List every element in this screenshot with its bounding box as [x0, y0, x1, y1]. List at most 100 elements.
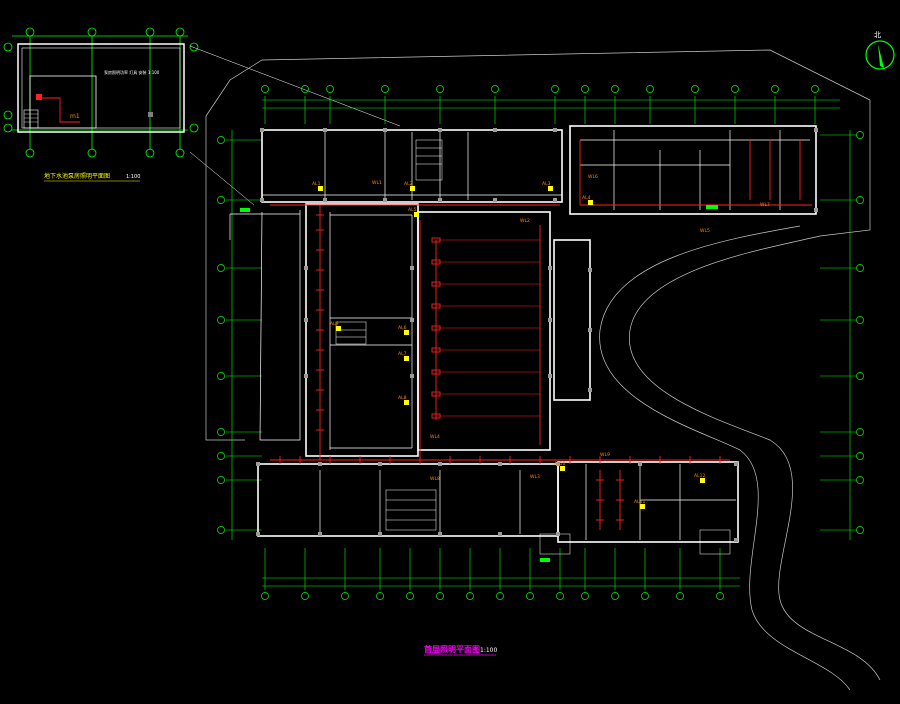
fixture — [431, 369, 441, 375]
grid-bubble-top — [381, 85, 389, 93]
inset-note: 泵房照明功率 灯具 安装 1:100 — [104, 69, 160, 75]
column — [553, 198, 557, 202]
fixture — [431, 413, 441, 419]
grid-bubble-bottom — [406, 592, 414, 600]
column — [318, 462, 322, 466]
grid-bubble-right — [856, 428, 864, 436]
circuit-tag: WL2 — [520, 218, 530, 224]
inset-stair — [23, 109, 39, 129]
panel-label: AL2 — [404, 181, 413, 187]
panel — [548, 186, 553, 191]
grid-bubble-left — [217, 136, 225, 144]
panel — [410, 186, 415, 191]
main-axis-grid — [226, 96, 856, 590]
fixture — [431, 303, 441, 309]
pump-room — [29, 75, 97, 129]
column — [256, 532, 260, 536]
panel-label: AL7 — [398, 351, 407, 357]
circuit-tag: WL1 — [372, 180, 382, 186]
grid-bubble-bottom — [526, 592, 534, 600]
grid-bubble-bottom — [556, 592, 564, 600]
grid-bubble-left — [217, 196, 225, 204]
north-label: 北 — [874, 31, 881, 39]
column — [498, 462, 502, 466]
column — [383, 198, 387, 202]
fixture — [431, 391, 441, 397]
north-wing — [261, 129, 563, 203]
column — [410, 266, 414, 270]
grid-bubble-bottom — [341, 592, 349, 600]
grid-bubble-top — [581, 85, 589, 93]
column — [383, 128, 387, 132]
column — [256, 462, 260, 466]
column — [493, 198, 497, 202]
grid-bubble-bottom — [641, 592, 649, 600]
inset-plan: m1 泵房照明功率 灯具 安装 1:100 地下水池泵房照明平面图 1:100 — [3, 27, 401, 206]
curved-road-outer — [629, 235, 881, 681]
main-scale: 1:100 — [480, 647, 497, 654]
grid-bubble-top — [646, 85, 654, 93]
grid-bubble-top — [551, 85, 559, 93]
grid-bubble-right — [856, 526, 864, 534]
column — [323, 198, 327, 202]
column — [304, 266, 308, 270]
grid-bubble-left — [217, 428, 225, 436]
inset-inner-wall — [21, 47, 181, 129]
column — [548, 266, 552, 270]
column — [588, 328, 592, 332]
column — [548, 374, 552, 378]
grid-bubble-top — [771, 85, 779, 93]
panel — [404, 356, 409, 361]
grid-bubble-bottom — [496, 592, 504, 600]
column — [260, 128, 264, 132]
grid-bubble-left — [217, 452, 225, 460]
column — [553, 128, 557, 132]
north-arrow: 北 — [865, 31, 895, 70]
grid-bubble-bottom — [676, 592, 684, 600]
panel-label: AL3 — [542, 181, 551, 187]
panel-label: AL8 — [398, 395, 407, 401]
site-boundary — [205, 49, 881, 691]
column — [378, 532, 382, 536]
panel-label: AL12 — [694, 473, 705, 479]
main-title: 首层照明平面图 — [424, 644, 480, 654]
column — [734, 462, 738, 466]
grid-bubble-left — [217, 316, 225, 324]
circuit-tag: WL7 — [760, 202, 770, 208]
grid-bubble-top — [326, 85, 334, 93]
grid-bubble-top — [611, 85, 619, 93]
panel-label: AL5 — [408, 207, 417, 213]
grid-bubble-right — [856, 316, 864, 324]
grid-bubble-bottom — [611, 592, 619, 600]
panel — [588, 200, 593, 205]
grid-bubble-top — [691, 85, 699, 93]
column — [814, 208, 818, 212]
circuit-tag: WL3 — [530, 474, 540, 480]
inset-title: 地下水池泵房照明平面图 — [44, 172, 110, 180]
fixture — [431, 325, 441, 331]
column — [260, 198, 264, 202]
column — [304, 318, 308, 322]
fixture — [431, 347, 441, 353]
interior-partitions — [229, 130, 810, 540]
inset-grid-bubbles — [3, 27, 199, 158]
central-hall — [417, 211, 551, 451]
panel — [404, 330, 409, 335]
southeast-wing — [557, 461, 739, 543]
circuit-tag: WL9 — [600, 452, 610, 458]
grid-bubble-bottom — [466, 592, 474, 600]
grid-bubble-right — [856, 476, 864, 484]
column — [548, 318, 552, 322]
grid-bubble-top — [436, 85, 444, 93]
panel — [700, 478, 705, 483]
circuit-tag: WL6 — [588, 174, 598, 180]
panel-label: AL1 — [312, 181, 321, 187]
grid-bubble-top — [261, 85, 269, 93]
column — [438, 532, 442, 536]
column — [588, 388, 592, 392]
distribution-panels — [318, 186, 705, 509]
panel-label: AL11 — [634, 499, 645, 505]
grid-bubble-bottom — [261, 592, 269, 600]
column — [410, 374, 414, 378]
